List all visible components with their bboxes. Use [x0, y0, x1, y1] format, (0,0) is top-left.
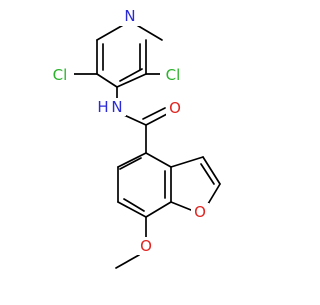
bond-carbonyl-c-o	[145, 113, 168, 126]
label-bg	[160, 66, 186, 84]
bond-benz-c4-c5	[145, 201, 172, 218]
bond-pyridine-c4-c5-inner	[119, 68, 143, 82]
molecule-structure: N Cl Cl H N O O O	[48, 7, 221, 269]
amide-hydrogen-label: H	[97, 98, 108, 116]
bond-pyridine-c3-c4	[96, 73, 118, 88]
furan-oxygen-label: O	[194, 203, 206, 221]
bond-furan-c3-c2-inner	[200, 163, 215, 185]
bond-pyridine-n-c2	[96, 23, 126, 41]
bond-furan-c2-o	[207, 183, 221, 205]
methoxy-oxygen-label: O	[140, 237, 152, 255]
bond-benz-c1-c2-inner	[119, 157, 142, 170]
label-bg	[96, 98, 126, 116]
bond-nh-carbonyl-c	[123, 114, 147, 126]
label-bg	[120, 8, 140, 26]
bond-furan-c3-c2	[202, 156, 221, 185]
label-bg	[137, 237, 155, 255]
bond-o-methyl	[115, 254, 140, 269]
chlorine-left-label: Cl	[53, 66, 68, 84]
chlorine-right-label: Cl	[166, 66, 181, 84]
label-bg	[191, 203, 209, 221]
bond-furan-o-c7a	[170, 201, 192, 211]
label-bg	[48, 66, 74, 84]
pyridine-nitrogen-label: N	[124, 7, 135, 25]
bond-furan-c3a-c3	[170, 156, 204, 168]
structure-svg: N Cl Cl H N O O O	[48, 7, 221, 269]
bond-pyridine-n-c6	[134, 23, 163, 41]
bond-benz-c3-c4	[117, 201, 147, 218]
carbonyl-oxygen-label: O	[169, 99, 181, 117]
bond-benz-c1-c2	[117, 152, 147, 168]
bond-carbonyl-c-o-double	[142, 107, 166, 120]
amide-nitrogen-label: N	[111, 98, 122, 116]
bond-benz-c6-c1	[145, 152, 172, 168]
bond-pyridine-c4-c5	[116, 73, 147, 88]
label-bg	[166, 99, 184, 117]
bond-benz-c3-c4-inner	[123, 198, 145, 212]
